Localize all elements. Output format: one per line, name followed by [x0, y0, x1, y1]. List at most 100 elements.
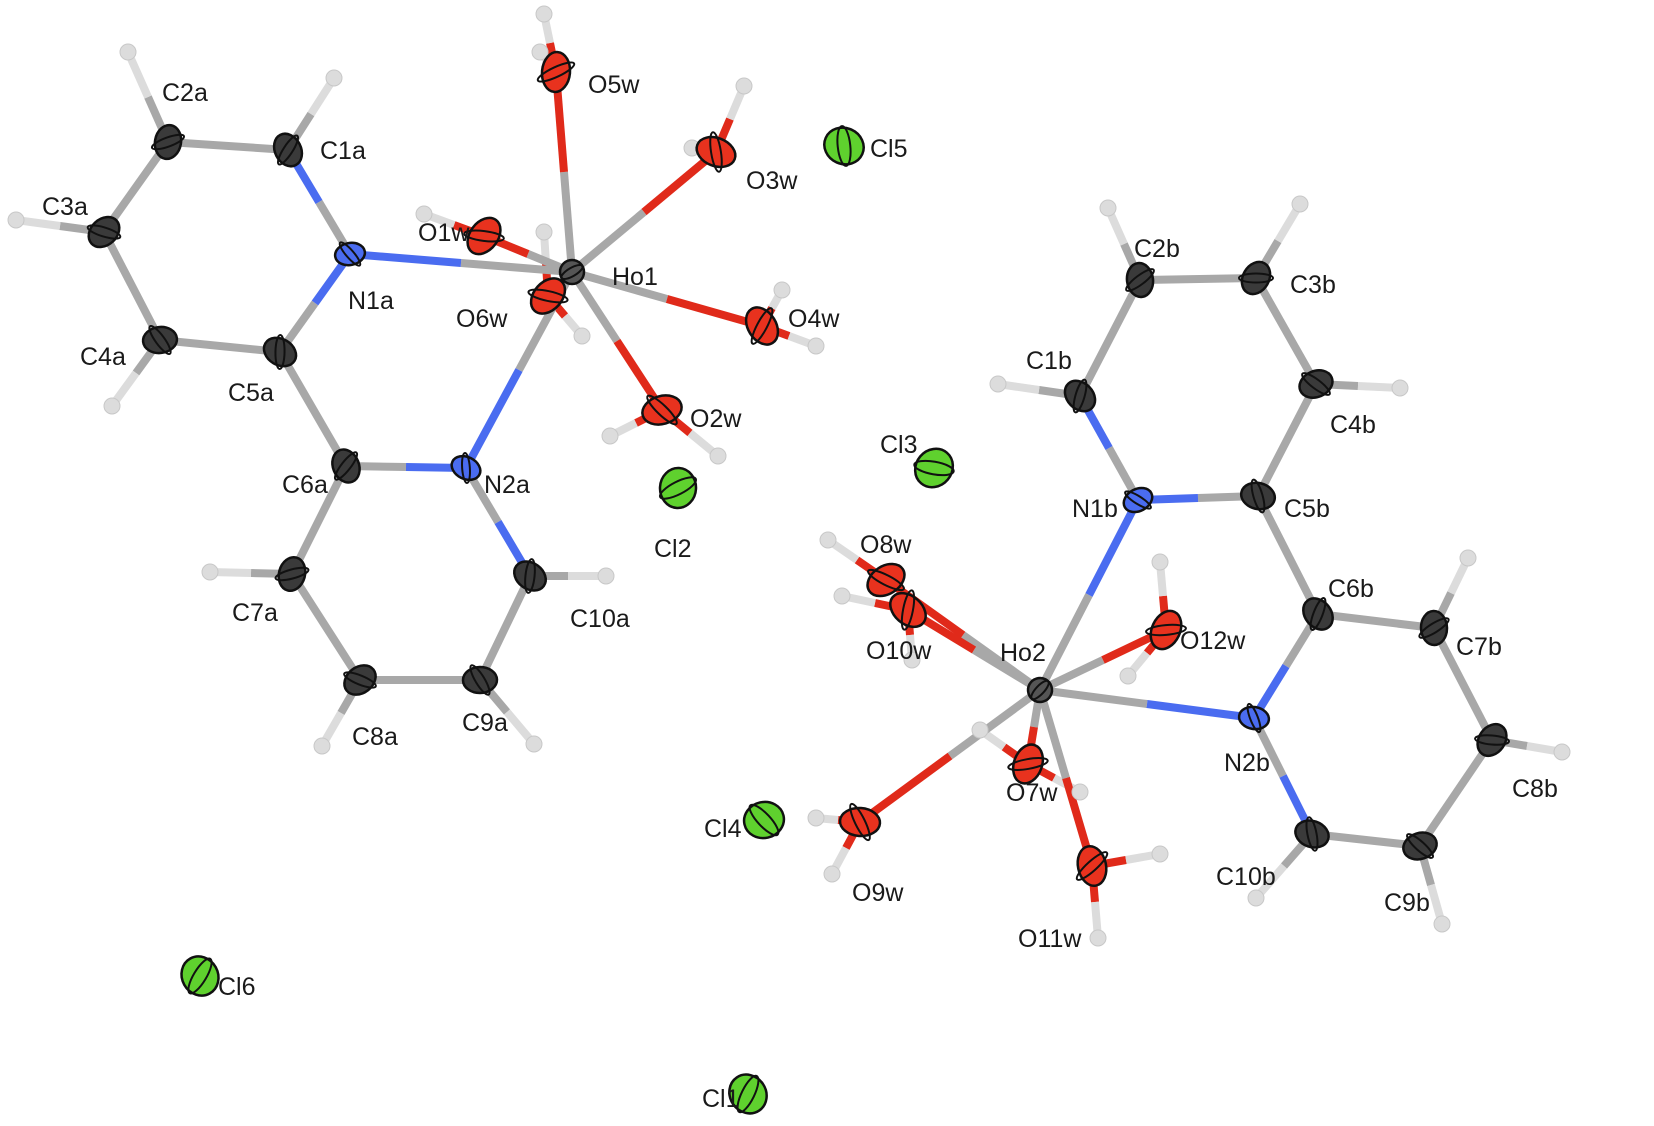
- atom-label-o12w: O12w: [1180, 627, 1246, 655]
- atom-label-c3a: C3a: [42, 193, 88, 221]
- atom-o9w: [838, 802, 882, 842]
- atom-ho2: [1026, 676, 1054, 704]
- atom-c1b: [1063, 378, 1097, 414]
- hydrogen-atom: [103, 397, 121, 415]
- ho-n-bond: [462, 368, 523, 470]
- atom-o5w: [536, 50, 576, 94]
- atom-c3a: [86, 215, 122, 249]
- ho-n-bond: [1036, 593, 1093, 692]
- atom-c7b: [1418, 609, 1450, 647]
- atom-c5b: [1239, 478, 1277, 514]
- atom-label-c1b: C1b: [1026, 347, 1072, 375]
- atom-label-n1a: N1a: [348, 287, 394, 315]
- hydrogen-atom: [773, 281, 791, 299]
- atom-label-c3b: C3b: [1290, 271, 1336, 299]
- atom-label-o3w: O3w: [746, 167, 798, 195]
- atom-label-c1a: C1a: [320, 137, 366, 165]
- hydrogen-atom: [735, 77, 753, 95]
- atom-o1w: [463, 216, 505, 256]
- atom-c9b: [1402, 831, 1438, 861]
- atom-n2b: [1237, 702, 1271, 734]
- atom-label-cl6: Cl6: [218, 973, 256, 1001]
- atom-label-c10b: C10b: [1216, 863, 1276, 891]
- hydrogen-atom: [971, 721, 989, 739]
- atom-c4a: [141, 324, 179, 356]
- atom-cl6: [180, 955, 220, 997]
- atom-label-cl2: Cl2: [654, 535, 692, 563]
- atom-ho1: [558, 258, 586, 286]
- atom-o6w: [527, 277, 569, 315]
- atom-o3w: [695, 131, 737, 173]
- c-c-bond: [1252, 276, 1320, 386]
- c-c-bond: [476, 574, 534, 682]
- atom-c8a: [343, 664, 377, 696]
- c-c-bond: [1076, 278, 1144, 398]
- hydrogen-atom: [531, 43, 549, 61]
- c-c-bond: [1254, 382, 1320, 498]
- atom-cl5: [823, 125, 865, 167]
- ho-o-bond: [570, 268, 669, 303]
- atom-label-n1b: N1b: [1072, 495, 1118, 523]
- atom-n2a: [450, 452, 482, 484]
- atom-label-o11w: O11w: [1018, 925, 1082, 953]
- atom-label-c8b: C8b: [1512, 775, 1558, 803]
- c-c-bond: [1317, 610, 1435, 632]
- hydrogen-atom: [807, 337, 825, 355]
- atom-label-o1w: O1w: [418, 219, 470, 247]
- atom-cl3: [913, 447, 955, 489]
- hydrogen-atom: [1553, 743, 1571, 761]
- ho-o-bond: [1036, 688, 1070, 780]
- ho-n-bond: [1085, 498, 1142, 597]
- labels-layer: Ho1O1wO2wO3wO4wO5wO6wN1aN2aC1aC2aC3aC4aC…: [42, 71, 1558, 1113]
- atom-label-c7b: C7b: [1456, 633, 1502, 661]
- atom-label-o6w: O6w: [456, 305, 508, 333]
- hydrogen-atom: [819, 531, 837, 549]
- atom-c8b: [1474, 722, 1510, 758]
- atom-label-c4b: C4b: [1330, 411, 1376, 439]
- atom-label-o2w: O2w: [690, 405, 742, 433]
- atom-o8w: [866, 562, 906, 598]
- atom-label-o9w: O9w: [852, 879, 904, 907]
- atom-c1a: [272, 132, 304, 168]
- atom-c4b: [1298, 369, 1334, 399]
- hydrogen-atom: [1459, 549, 1477, 567]
- hydrogen-atom: [601, 427, 619, 445]
- atom-label-c10a: C10a: [570, 605, 630, 633]
- atom-label-c9b: C9b: [1384, 889, 1430, 917]
- hydrogen-atom: [415, 205, 433, 223]
- atom-label-c2b: C2b: [1134, 235, 1180, 263]
- atom-c10b: [1294, 816, 1330, 852]
- atom-c2a: [150, 123, 186, 161]
- c-c-bond: [167, 138, 289, 154]
- atom-o12w: [1145, 609, 1187, 651]
- c-c-bond: [288, 571, 364, 683]
- atom-label-n2a: N2a: [484, 471, 530, 499]
- atom-label-cl1: Cl1: [702, 1085, 740, 1113]
- atom-cl1: [728, 1073, 768, 1115]
- c-c-bond: [1311, 830, 1421, 850]
- atom-label-o8w: O8w: [860, 531, 912, 559]
- ho-o-bond: [857, 752, 953, 826]
- atom-n1a: [333, 241, 367, 267]
- atom-label-cl5: Cl5: [870, 135, 908, 163]
- hydrogen-atom: [823, 865, 841, 883]
- ho-n-bond: [460, 259, 573, 276]
- c-c-bond: [100, 230, 164, 342]
- atom-c6a: [331, 448, 361, 484]
- atom-n1b: [1122, 486, 1154, 514]
- atoms-layer: [7, 5, 1571, 1115]
- atom-cl2: [658, 466, 698, 510]
- atom-label-c5a: C5a: [228, 379, 274, 407]
- atom-label-c2a: C2a: [162, 79, 208, 107]
- c-c-bond: [288, 464, 350, 576]
- atom-label-cl3: Cl3: [880, 431, 918, 459]
- atom-c7a: [274, 555, 310, 593]
- atom-label-cl4: Cl4: [704, 815, 742, 843]
- atom-label-c6b: C6b: [1328, 575, 1374, 603]
- atom-label-o7w: O7w: [1006, 779, 1058, 807]
- hydrogen-atom: [1291, 195, 1309, 213]
- atom-c5a: [262, 334, 298, 370]
- atom-c9a: [461, 664, 499, 696]
